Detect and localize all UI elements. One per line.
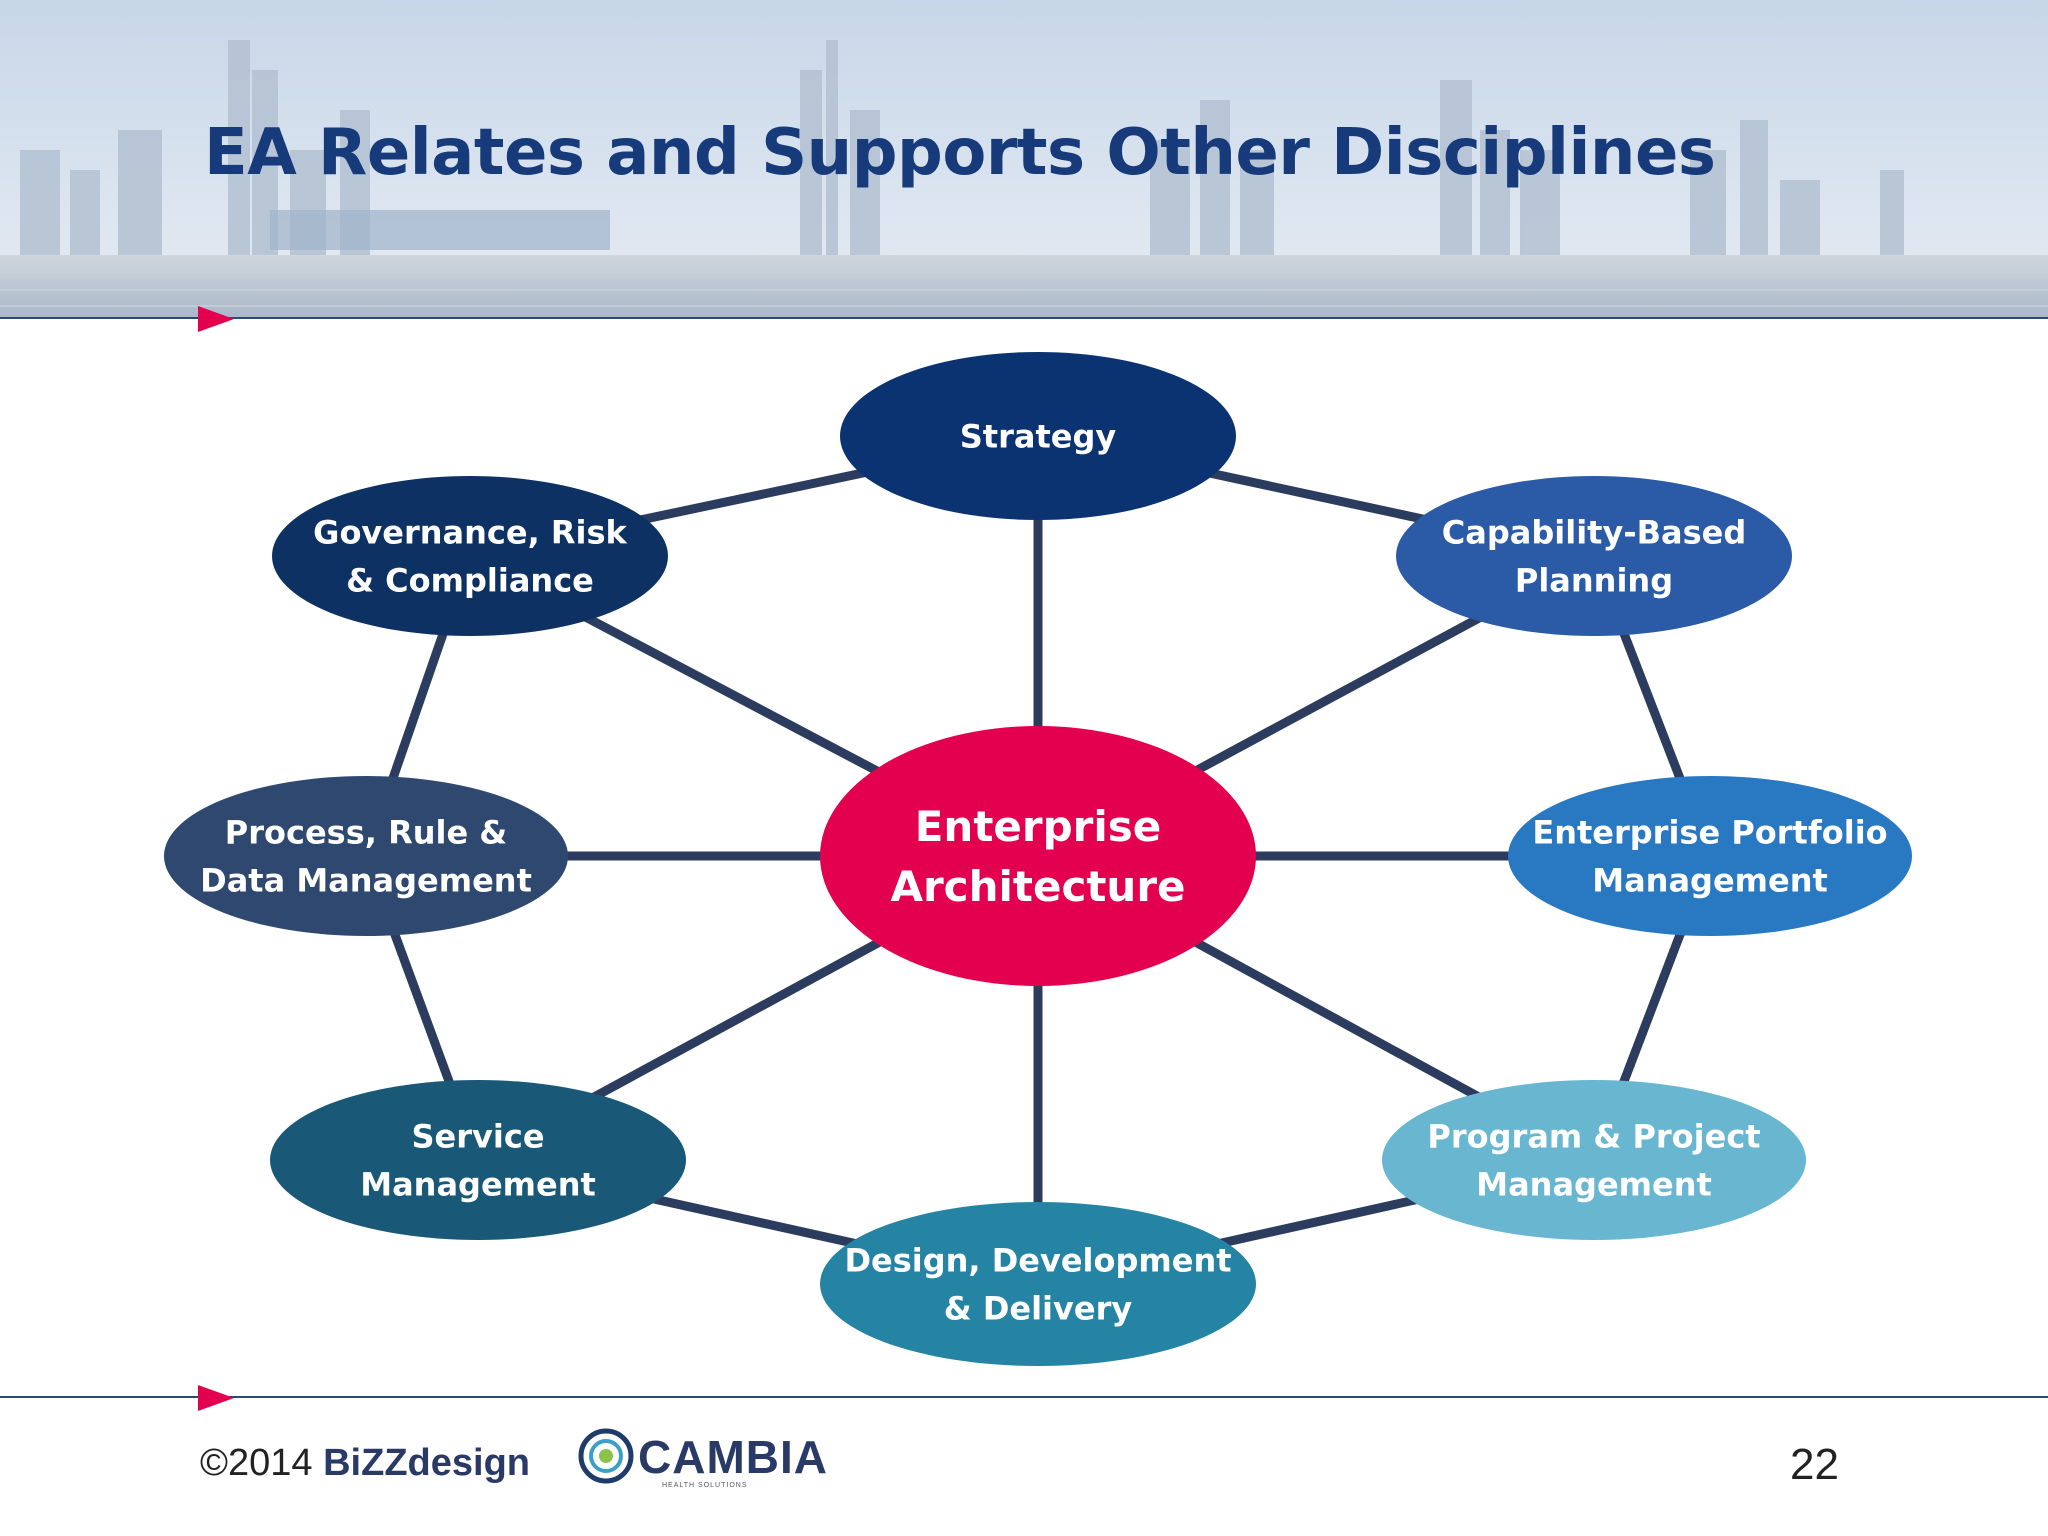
header-divider	[0, 317, 2048, 319]
node-governance-label: & Compliance	[346, 562, 594, 600]
node-process-label: Process, Rule &	[225, 814, 507, 852]
node-portfolio-label: Enterprise Portfolio	[1532, 814, 1887, 852]
node-governance-ellipse	[272, 476, 668, 636]
node-design-ellipse	[820, 1202, 1256, 1366]
node-governance-label: Governance, Risk	[313, 514, 627, 552]
cambia-swirl-icon	[578, 1428, 634, 1484]
node-service-label: Management	[360, 1166, 596, 1204]
node-service-ellipse	[270, 1080, 686, 1240]
node-portfolio-label: Management	[1592, 862, 1828, 900]
divider-arrow-icon	[198, 306, 234, 332]
divider-arrow-icon	[198, 1385, 234, 1411]
node-program-ellipse	[1382, 1080, 1806, 1240]
node-enterprise-architecture-label: Enterprise	[915, 802, 1162, 851]
node-portfolio-ellipse	[1508, 776, 1912, 936]
node-design-label: & Delivery	[944, 1290, 1133, 1328]
page-number: 22	[1790, 1440, 1839, 1489]
node-design-label: Design, Development	[844, 1242, 1231, 1280]
bizzdesign-logo: BiZZdesign	[323, 1442, 530, 1484]
node-capability-label: Capability-Based	[1442, 514, 1746, 552]
header-banner: EA Relates and Supports Other Discipline…	[0, 0, 2048, 318]
node-capability-label: Planning	[1515, 562, 1673, 600]
node-service-label: Service	[411, 1118, 544, 1156]
node-strategy-ellipse	[840, 352, 1236, 520]
copyright-year: ©2014	[200, 1442, 313, 1484]
node-enterprise-architecture-label: Architecture	[890, 862, 1185, 911]
node-governance: Governance, Risk & Compliance	[272, 476, 668, 636]
node-process-ellipse	[164, 776, 568, 936]
skyline-image	[0, 40, 2048, 318]
node-process: Process, Rule & Data Management	[164, 776, 568, 936]
footer-divider	[0, 1396, 2048, 1398]
slide-title: EA Relates and Supports Other Discipline…	[204, 116, 1716, 190]
cambia-logo: CAMBIA	[638, 1431, 828, 1483]
node-strategy: Strategy	[840, 352, 1236, 520]
node-enterprise-architecture-ellipse	[820, 726, 1256, 986]
node-program-label: Program & Project	[1427, 1118, 1760, 1156]
node-strategy-label: Strategy	[960, 418, 1117, 456]
cambia-logo-subtext: HEALTH SOLUTIONS	[662, 1482, 748, 1489]
node-process-label: Data Management	[200, 862, 532, 900]
node-program-label: Management	[1476, 1166, 1712, 1204]
node-design: Design, Development & Delivery	[820, 1202, 1256, 1366]
node-layer: StrategyCapability-BasedPlanningEnterpri…	[164, 352, 1912, 1366]
node-capability-ellipse	[1396, 476, 1792, 636]
footer-copyright: ©2014 BiZZdesign	[200, 1442, 530, 1485]
